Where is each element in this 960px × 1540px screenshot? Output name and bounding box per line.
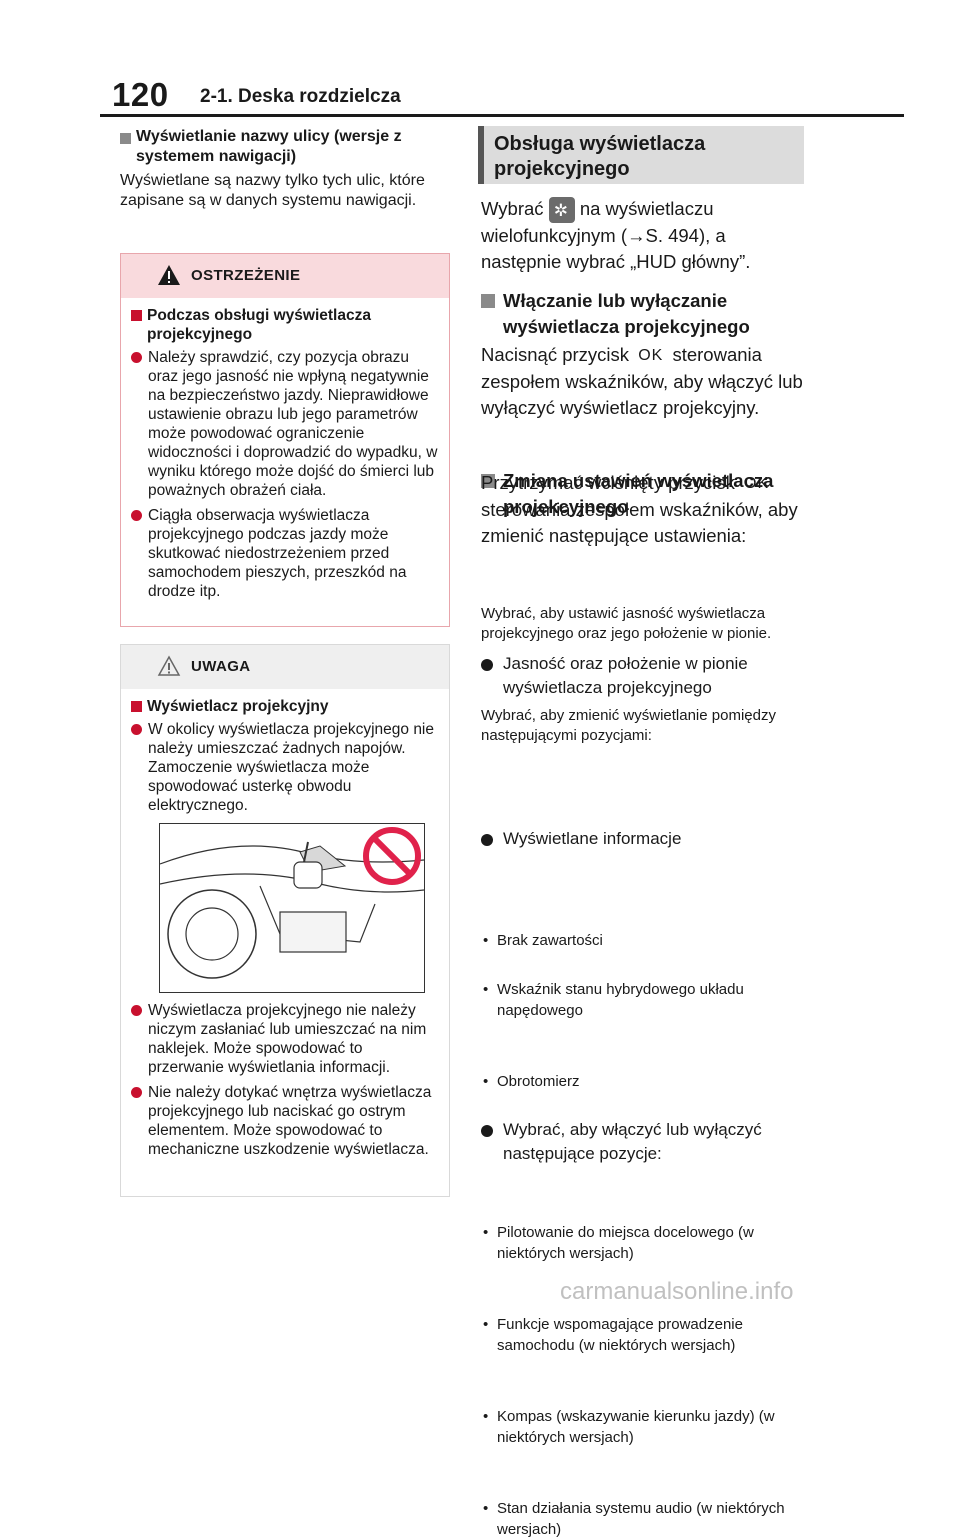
list-item: Brak zawartości — [481, 930, 821, 951]
section-banner-title: Obsługa wyświetlacza projekcyjnego — [494, 133, 706, 180]
onoff-text-a: Nacisnąć przycisk — [481, 344, 630, 365]
sub-display-info-text: Wybrać, aby zmienić wyświetlanie pomiędz… — [481, 707, 776, 744]
list-item: Pilotowanie do miejsca docelowego (w nie… — [481, 1222, 821, 1264]
list-item: Stan działania systemu audio (w niektóry… — [481, 1498, 821, 1540]
header-rule — [100, 114, 904, 117]
onoff-heading: Włączanie lub wyłączanie wyświetlacza pr… — [481, 288, 827, 340]
ok-button-icon: OK — [744, 475, 770, 493]
list-item: Obrotomierz — [481, 1071, 821, 1092]
caution-triangle-icon — [157, 655, 181, 676]
notice-bullet: Nie należy dotykać wnętrza wyświetlacza … — [131, 1083, 439, 1159]
street-names-text: Wyświetlane są nazwy tylko tych ulic, kt… — [120, 172, 425, 209]
warning-titlebar: OSTRZEŻENIE — [121, 254, 449, 298]
dashboard-drink-prohibited-image — [159, 827, 425, 979]
notice-titlebar: UWAGA — [121, 645, 449, 689]
page-header: 120 2-1. Deska rozdzielcza — [100, 74, 904, 117]
warning-bullet: Ciągła obserwacja wyświetlacza projekcyj… — [131, 506, 439, 601]
notice-box: UWAGA Wyświetlacz projekcyjny W okolicy … — [120, 644, 450, 1197]
warning-box: OSTRZEŻENIE Podczas obsługi wyświetlacza… — [120, 253, 450, 627]
intro-text-b: na wyświetlaczu wielofunkcyjnym (→S. 494… — [481, 198, 751, 273]
intro-paragraph: Wybrać na wyświetlaczu wielofunkcyjnym (… — [481, 196, 805, 275]
dashboard-illustration — [159, 823, 425, 993]
settings-gear-icon — [548, 197, 575, 224]
watermark: carmanualsonline.info — [560, 1278, 794, 1305]
list-item: Wskaźnik stanu hybrydowego układu napędo… — [481, 979, 821, 1021]
notice-title: UWAGA — [191, 658, 251, 675]
notice-bullet: W okolicy wyświetlacza projekcyjnego nie… — [131, 720, 439, 815]
section-title: 2-1. Deska rozdzielcza — [200, 86, 401, 107]
street-names-heading: Wyświetlanie nazwy ulicy (wersje z syste… — [120, 127, 450, 167]
list-item: Kompas (wskazywanie kierunku jazdy) (w n… — [481, 1406, 821, 1448]
settings-heading: Zmiana ustawień wyświetlacza projekcyjne… — [481, 468, 827, 520]
settings-paragraph: Przytrzymać wciśnięty przycisk OK sterow… — [481, 470, 805, 549]
sub-brightness-text: Wybrać, aby ustawić jasność wyświetlacza… — [481, 605, 772, 642]
warning-triangle-icon — [158, 265, 180, 285]
sub-brightness: Jasność oraz położenie w pionie wyświetl… — [481, 652, 827, 700]
warning-bullet: Należy sprawdzić, czy pozycja obrazu ora… — [131, 348, 439, 500]
left-column: Wyświetlanie nazwy ulicy (wersje z syste… — [120, 127, 450, 211]
list-item: Funkcje wspomagające prowadzenie samocho… — [481, 1314, 821, 1356]
notice-bullet: Wyświetlacza projekcyjnego nie należy ni… — [131, 1001, 439, 1077]
intro-text-a: Wybrać — [481, 198, 544, 219]
warning-heading: Podczas obsługi wyświetlacza projekcyjne… — [131, 306, 439, 344]
sub-display-info: Wyświetlane informacje — [481, 827, 827, 851]
page-number: 120 — [112, 76, 169, 113]
section-banner: Obsługa wyświetlacza projekcyjnego — [478, 126, 804, 184]
settings-text-a: Przytrzymać wciśnięty przycisk — [481, 472, 735, 493]
ok-button-icon: OK — [638, 347, 664, 365]
onoff-paragraph: Nacisnąć przycisk OK sterowania zespołem… — [481, 342, 805, 421]
sub-toggle-items: Wybrać, aby włączyć lub wyłączyć następu… — [481, 1118, 827, 1166]
warning-title: OSTRZEŻENIE — [191, 267, 301, 284]
settings-text-b: sterowania zespołem wskaźników, aby zmie… — [481, 499, 798, 547]
notice-heading: Wyświetlacz projekcyjny — [131, 697, 439, 716]
onoff-text-b: sterowania zespołem wskaźników, aby włąc… — [481, 344, 803, 419]
